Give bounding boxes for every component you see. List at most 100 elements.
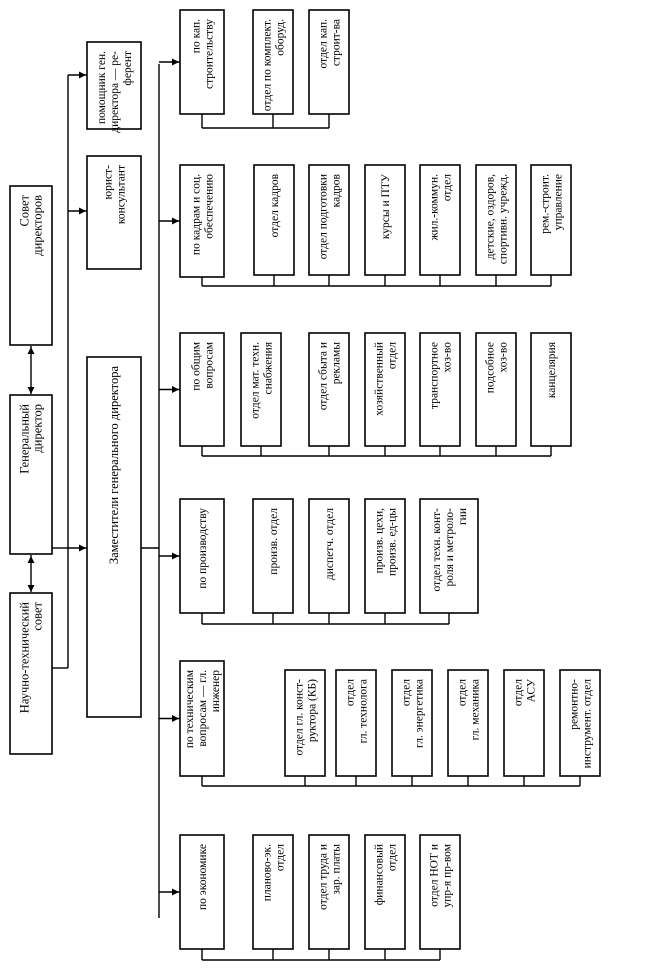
group-4-unit-2-frame <box>391 669 433 777</box>
group-head-4-label-line: вопросам — гл. <box>197 670 209 747</box>
group-2-unit-4-label-line: хоз-во <box>498 342 510 373</box>
group-4-unit-5-label-line: ремонтно- <box>569 679 581 730</box>
arrow-right-icon <box>79 207 86 215</box>
group-1-unit-3: жил.-коммун.отдел <box>419 164 461 276</box>
group-head-4-label-line: по техническим <box>184 669 196 748</box>
group-head-2-frame <box>179 332 225 447</box>
arrow-right-icon <box>172 217 179 225</box>
box-board-label-line: директоров <box>31 195 45 256</box>
group-4-unit-0-frame <box>284 669 326 777</box>
group-3-unit-1: диспетч. отдел <box>308 498 350 614</box>
group-5-unit-1-frame <box>308 834 350 950</box>
group-3-unit-2-frame <box>364 498 406 614</box>
group-4-unit-1-frame <box>335 669 377 777</box>
box-assistant-label-line: директора — ре- <box>109 51 121 133</box>
group-head-2-label-line: по общим <box>191 341 203 390</box>
group-5-unit-0: планово-эк.отдел <box>252 834 294 950</box>
group-head-0-label-line: по кап. <box>191 19 203 53</box>
group-2-unit-0-label-line: отдел мат. техн. <box>250 342 262 419</box>
group-2-unit-5-frame <box>530 332 572 447</box>
box-lawyer: юрист-консультант <box>86 155 142 270</box>
box-sci-council-frame <box>9 592 53 755</box>
group-1-unit-3-frame <box>419 164 461 276</box>
group-2-unit-2-label-line: отдел <box>387 342 399 369</box>
group-1-unit-5-frame <box>530 164 572 276</box>
group-4-unit-1-label-line: гл. технолога <box>358 679 370 743</box>
group-2-unit-4-frame <box>475 332 517 447</box>
group-3-unit-3-label-line: отдел техн. конт- <box>431 508 443 592</box>
group-1-unit-2-label-line: курсы и ПТУ <box>380 173 392 239</box>
box-lawyer-frame <box>86 155 142 270</box>
group-0-unit-1: отдел кап.строит-ва <box>308 9 350 115</box>
group-head-4-frame <box>179 660 225 777</box>
group-3-unit-1-label-line: диспетч. отдел <box>324 508 336 580</box>
group-5-unit-1-label-line: зар. платы <box>331 844 343 895</box>
group-5-unit-0-label-line: планово-эк. <box>262 844 274 901</box>
group-4-unit-3-label-line: отдел <box>457 679 469 706</box>
box-board-label-line: Совет <box>18 194 32 226</box>
group-4-unit-5-frame <box>559 669 601 777</box>
arrow-up-icon <box>27 556 35 563</box>
group-1-unit-4-frame <box>475 164 517 276</box>
group-3-unit-3-frame <box>419 498 479 614</box>
group-head-1-label-line: обеспечению <box>204 174 216 239</box>
group-1-unit-4-label-line: детские, оздоров, <box>485 174 497 259</box>
box-lawyer-label-line: юрист- <box>103 165 115 200</box>
group-4-unit-4-frame <box>503 669 545 777</box>
box-deputies-label-line: Заместители генерального директора <box>107 366 121 565</box>
group-3-unit-2-label-line: произв. ед-цы <box>387 508 399 576</box>
group-5-unit-3-frame <box>419 834 461 950</box>
group-head-0: по кап.строительству <box>179 9 225 115</box>
group-0-unit-1-frame <box>308 9 350 115</box>
group-head-1: по кадрам и соц.обеспечению <box>179 164 225 278</box>
group-head-3-label-line: по производству <box>197 508 209 589</box>
group-2-unit-1-label-line: рекламы <box>331 342 343 385</box>
group-2-unit-1-frame <box>308 332 350 447</box>
group-1-unit-3-label-line: отдел <box>442 174 454 201</box>
group-0-unit-1-label-line: отдел кап. <box>318 19 330 69</box>
group-3-unit-0-label-line: произв. отдел <box>268 508 280 575</box>
arrow-right-icon <box>172 58 179 66</box>
group-3-unit-3: отдел техн. конт-роля и метроло-гии <box>419 498 479 614</box>
group-2-unit-5-label-line: канцелярия <box>546 341 558 398</box>
group-4-unit-4-label-line: отдел <box>513 679 525 706</box>
box-assistant-label-line: помощник ген. <box>96 51 108 124</box>
group-5-unit-2-frame <box>364 834 406 950</box>
group-2-unit-4-label-line: подсобное <box>485 342 497 393</box>
group-2-unit-0-frame <box>240 332 282 447</box>
connector-lines <box>27 58 581 961</box>
group-head-0-label-line: строительству <box>204 19 216 89</box>
group-2-unit-3-label-line: хоз-во <box>442 342 454 373</box>
box-deputies-frame <box>86 356 142 718</box>
group-head-0-frame <box>179 9 225 115</box>
group-3-unit-2-label-line: произв. цехи, <box>374 508 386 574</box>
group-4-unit-0-label-line: руктора (КБ) <box>307 679 319 742</box>
arrow-right-icon <box>172 888 179 896</box>
box-sci-council-label-line: Научно-технический <box>18 602 32 714</box>
group-1-unit-0-label-line: отдел кадров <box>269 173 281 237</box>
group-5-unit-0-frame <box>252 834 294 950</box>
group-3-unit-1-frame <box>308 498 350 614</box>
group-head-4-label-line: инженер <box>210 670 222 712</box>
group-2-unit-5: канцелярия <box>530 332 572 447</box>
box-gen-director-label-line: директор <box>31 404 45 453</box>
group-4-unit-1-label-line: отдел <box>345 679 357 706</box>
group-1-unit-2: курсы и ПТУ <box>364 164 406 276</box>
group-head-3-frame <box>179 498 225 614</box>
group-0-unit-0-label-line: отдел по комплект. <box>262 19 274 111</box>
arrow-right-icon <box>172 386 179 393</box>
group-1-unit-1-label-line: кадров <box>331 173 343 207</box>
group-2-unit-0-label-line: снабжения <box>263 341 275 394</box>
group-1-unit-1-label-line: отдел подготовки <box>318 174 330 259</box>
